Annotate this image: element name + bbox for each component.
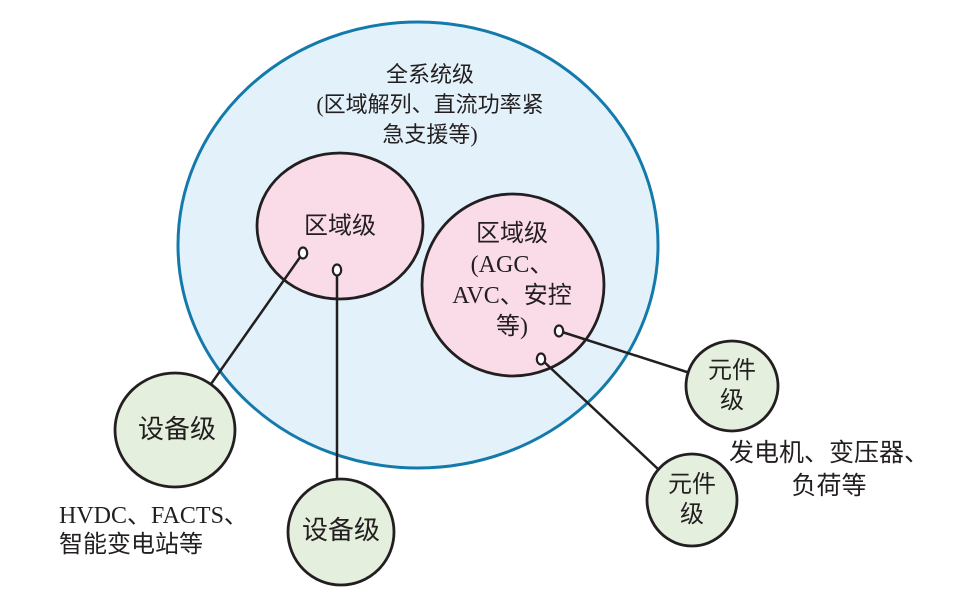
- component-note-line: 负荷等: [791, 473, 867, 500]
- regional-right-label-line: (AGC、: [470, 252, 554, 278]
- device-left-circle: [113, 371, 237, 489]
- regional-left-circle: [255, 151, 425, 301]
- connector-node: [297, 246, 309, 260]
- component-right-label: 元件 级: [708, 356, 756, 416]
- device-left-label: 设备级: [137, 415, 217, 444]
- regional-right-label-line: AVC、安控: [452, 283, 572, 309]
- device-bottom-circle: [286, 477, 396, 587]
- system-level-label-line: 急支援等): [382, 122, 478, 147]
- component-note-line: 发电机、变压器、: [728, 440, 930, 467]
- component-right-circle: [684, 339, 780, 433]
- connector-node: [331, 263, 343, 277]
- component-right-label-line: 级: [720, 388, 744, 414]
- device-note-line: 智能变电站等: [59, 532, 203, 558]
- device-note: HVDC、FACTS、 智能变电站等: [59, 502, 248, 560]
- component-right-label-line: 元件: [708, 358, 756, 384]
- device-note-line: HVDC、FACTS、: [59, 503, 248, 529]
- regional-left-label: 区域级: [304, 213, 376, 240]
- system-level-label-line: 全系统级: [385, 62, 475, 87]
- regional-right-label-line: 等): [495, 314, 528, 340]
- system-level-label-line: (区域解列、直流功率紧: [316, 92, 544, 117]
- component-bottom-label-line: 级: [680, 502, 704, 528]
- regional-right-label-line: 区域级: [475, 221, 548, 247]
- regional-right-label: 区域级 (AGC、 AVC、安控 等): [452, 219, 572, 343]
- connector-node: [535, 352, 547, 366]
- connector-line-component-right: [558, 329, 691, 375]
- connector-line-component-bottom: [540, 358, 659, 470]
- system-level-label: 全系统级 (区域解列、直流功率紧 急支援等): [316, 60, 543, 150]
- connector-line-device-left: [209, 252, 305, 385]
- component-bottom-label: 元件 级: [668, 470, 716, 530]
- component-bottom-label-line: 元件: [668, 472, 716, 498]
- component-note: 发电机、变压器、 负荷等: [729, 437, 929, 503]
- connector-node: [553, 324, 565, 338]
- component-bottom-circle: [645, 452, 739, 548]
- device-bottom-label: 设备级: [301, 516, 381, 545]
